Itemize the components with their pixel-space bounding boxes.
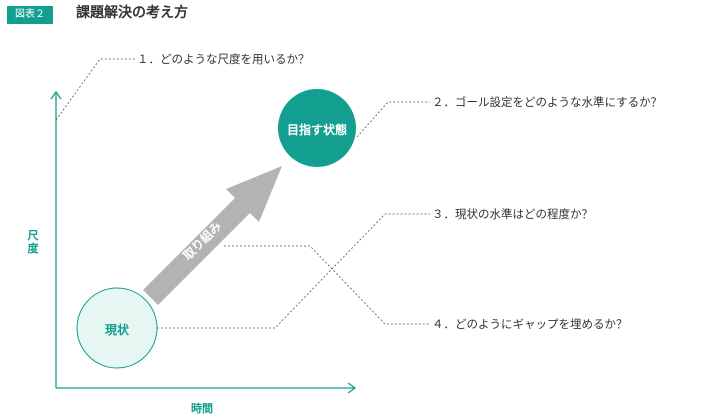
x-axis-arrowhead xyxy=(347,382,357,394)
leader-q1 xyxy=(55,58,135,121)
goal-label: 目指す状態 xyxy=(286,123,347,137)
leader-q3 xyxy=(157,213,430,329)
leader-q4 xyxy=(224,245,430,325)
leader-lines xyxy=(55,58,430,329)
question-2: ２．ゴール設定をどのような水準にするか？ xyxy=(432,95,663,109)
question-1: １．どのような尺度を用いるか？ xyxy=(137,52,310,66)
x-axis-label: 時間 xyxy=(191,402,213,415)
action-arrow xyxy=(143,166,282,305)
current-label: 現状 xyxy=(104,323,129,337)
current-circle xyxy=(76,287,158,369)
question-4: ４．どのようにギャップを埋めるか？ xyxy=(432,317,628,331)
axes xyxy=(50,90,357,394)
question-3: ３．現状の水準はどの程度か？ xyxy=(432,207,593,221)
figure-badge: 図表２ xyxy=(7,6,53,24)
leader-q2 xyxy=(356,101,430,138)
figure-title: 課題解決の考え方 xyxy=(76,5,188,21)
y-axis-label: 尺度 xyxy=(27,229,39,255)
goal-circle xyxy=(278,89,356,167)
y-axis-arrowhead xyxy=(50,90,62,100)
